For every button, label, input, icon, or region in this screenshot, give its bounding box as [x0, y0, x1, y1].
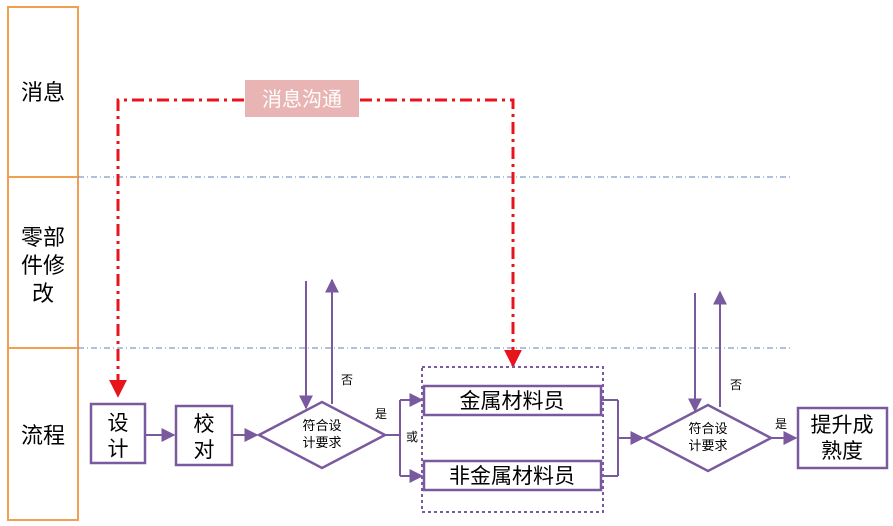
nonmetal-materials-label: 非金属材料员 [449, 464, 575, 488]
improve-maturity-node [796, 406, 889, 470]
improve-label-1: 提升成 [811, 413, 874, 437]
materials-group [421, 366, 604, 513]
check-label-1: 校 [194, 412, 215, 436]
lane-label-parts-2: 件修 [21, 254, 65, 279]
message-box [245, 80, 359, 117]
message-box-label: 消息沟通 [262, 87, 342, 111]
edge-label-no1: 否 [341, 373, 353, 387]
edge-label-yes1: 是 [375, 407, 387, 421]
decision2-label-2: 计要求 [688, 439, 727, 454]
decision1-node [256, 400, 388, 470]
message-arrow-to-materials [360, 98, 522, 368]
metal-materials-node [422, 384, 603, 417]
decision2-node [642, 403, 774, 473]
message-arrow-to-design [109, 98, 244, 398]
swimlane-labels: 消息 零部 件修 改 流程 [7, 6, 79, 521]
check-label-2: 对 [194, 438, 215, 462]
decision1-label-1: 符合设 [302, 418, 341, 434]
lane-label-parts-1: 零部 [21, 226, 65, 251]
edge-label-no2: 否 [730, 378, 742, 392]
message-flow: 消息沟通 [109, 80, 522, 398]
check-node [174, 404, 234, 467]
design-node [89, 402, 147, 465]
design-label-1: 设 [108, 411, 129, 435]
improve-label-2: 熟度 [821, 439, 863, 463]
design-label-2: 计 [108, 437, 129, 461]
lane-label-parts-3: 改 [32, 282, 54, 307]
decision1-label-2: 计要求 [302, 436, 341, 451]
edge-label-yes2: 是 [775, 417, 787, 431]
lane-label-message: 消息 [21, 81, 65, 106]
lane-process-box [7, 347, 79, 521]
metal-materials-label: 金属材料员 [460, 389, 565, 413]
edge-label-or: 或 [406, 430, 418, 444]
decision2-label-1: 符合设 [688, 421, 727, 437]
nonmetal-materials-node [422, 459, 603, 492]
lane-label-process: 流程 [21, 424, 65, 449]
